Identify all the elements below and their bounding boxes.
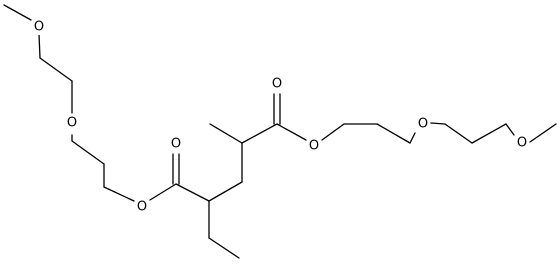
bond-ch2-ch2-right-diag <box>376 123 411 144</box>
bond-ch2-o-methoxy-right <box>505 123 515 136</box>
bond-ch2-o-ether-right <box>409 132 416 144</box>
bond-ch-backbone-ch2 <box>208 181 243 202</box>
bonds <box>3 4 557 259</box>
atom-labels: O O O O O O O O <box>32 19 529 215</box>
bond-o-ester-left-carbonyl <box>149 183 177 201</box>
bond-ch2-ch2-right-up <box>471 123 507 144</box>
bond-o-ester-right-ch2 <box>321 123 345 141</box>
atom-label-o-carbonyl-right: O <box>272 77 282 92</box>
bond-ch2-o-ester-left <box>103 186 135 202</box>
atom-label-o-ester-left: O <box>137 200 147 215</box>
bond-ch-methyl <box>209 123 243 144</box>
atom-bg <box>416 116 430 132</box>
atom-o-ether-left: O <box>65 114 79 131</box>
bond-methyl-o-methoxy-left <box>3 4 32 21</box>
bond-carbonyl-left-ch <box>175 183 210 202</box>
atom-bg <box>515 135 529 151</box>
atom-bg <box>65 114 79 130</box>
bond-ethyl-ch2-ch3 <box>208 237 240 259</box>
atom-bg <box>307 138 321 154</box>
bond-o-ether-right-ch2 <box>430 122 446 125</box>
atom-bg <box>135 199 149 215</box>
atom-bg <box>32 19 46 35</box>
atom-label-o-carbonyl-left: O <box>171 137 181 152</box>
atom-o-methoxy-left: O <box>32 19 46 35</box>
bond-ch2-ch2-left-outer <box>39 57 73 82</box>
atom-o-ether-right: O <box>416 116 430 132</box>
bond-carbonyl-right-o-ester <box>276 123 307 141</box>
bond-ch2-ch2-right-outer <box>444 123 473 144</box>
atom-label-o-ether-left: O <box>67 116 77 131</box>
atom-o-ester-right: O <box>307 138 321 154</box>
atom-label-o-methoxy-left: O <box>34 20 44 35</box>
atom-o-methoxy-right: O <box>515 135 529 151</box>
atom-label-o-methoxy-right: O <box>517 136 527 151</box>
bond-ch-carbonyl-right <box>241 123 278 144</box>
atom-o-carbonyl-right: O <box>270 76 284 92</box>
bond-o-methoxy-right-methyl <box>529 123 557 143</box>
atom-bg <box>270 76 284 92</box>
atom-bg <box>169 136 183 152</box>
bond-o-methoxy-left-ch2 <box>38 33 41 59</box>
atom-o-carbonyl-left: O <box>169 136 183 152</box>
bond-ch2-ch2-left-inner <box>71 140 105 165</box>
atom-o-ester-left: O <box>135 199 149 215</box>
atom-label-o-ether-right: O <box>418 117 428 132</box>
atom-label-o-ester-right: O <box>309 139 319 154</box>
